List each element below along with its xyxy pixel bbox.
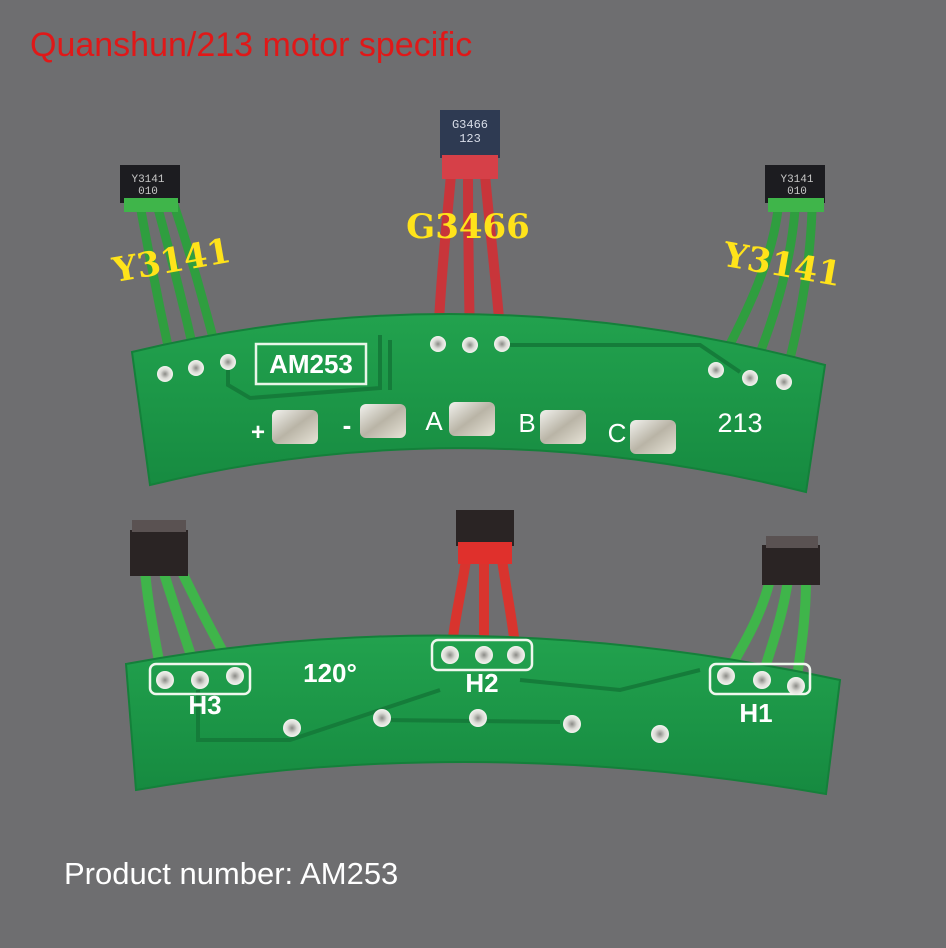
left-chip-line1: Y3141 — [131, 174, 164, 186]
center-sensor-sleeve — [442, 155, 498, 179]
pad-label-c: C — [608, 418, 627, 448]
h1-outline — [708, 662, 812, 696]
h3-chip — [130, 530, 188, 576]
hall-label-h2: H2 — [465, 668, 498, 698]
hall-label-h3: H3 — [188, 690, 221, 720]
top-board-number-label: 213 — [717, 408, 762, 438]
top-board-model-label: AM253 — [269, 349, 353, 379]
pad-label-plus: + — [251, 419, 265, 446]
center-sensor-callout: G3466 — [406, 207, 530, 247]
right-sensor-chip — [765, 165, 825, 203]
headline: Quanshun/213 motor specific — [30, 26, 473, 64]
right-sensor-sleeve — [768, 198, 824, 212]
h2-outline — [430, 638, 534, 672]
center-chip-line1: G3466 — [452, 118, 488, 132]
h2-sleeve — [458, 542, 512, 564]
h1-chip-top — [766, 536, 818, 548]
left-sensor-sleeve — [124, 198, 178, 212]
left-sensor-chip — [120, 165, 180, 203]
top-board: AM253 213 + - A B C Y3141 010 G3466 123 … — [109, 110, 844, 494]
h2-chip — [456, 510, 514, 546]
left-sensor-callout: Y3141 — [109, 231, 234, 291]
top-board-pads — [272, 402, 676, 454]
bottom-board: 120° H3 H2 H1 — [124, 510, 842, 796]
pad-label-minus: - — [343, 410, 352, 440]
top-board-traces — [226, 335, 742, 401]
pad-label-b: B — [518, 408, 535, 438]
top-board-holes — [157, 336, 792, 390]
h3-chip-top — [132, 520, 186, 532]
center-chip-line2: 123 — [459, 132, 481, 146]
right-chip-line2: 010 — [787, 186, 807, 198]
bottom-board-angle-label: 120° — [303, 658, 357, 688]
h3-outline — [148, 662, 252, 696]
left-chip-line2: 010 — [138, 186, 158, 198]
hall-label-h1: H1 — [739, 698, 772, 728]
model-label-frame — [254, 342, 368, 386]
pad-label-a: A — [425, 406, 443, 436]
bottom-board-holes — [156, 646, 805, 743]
product-number: Product number: AM253 — [64, 856, 399, 891]
center-sensor-chip — [440, 110, 500, 158]
right-chip-line1: Y3141 — [780, 174, 813, 186]
h1-chip — [762, 545, 820, 585]
